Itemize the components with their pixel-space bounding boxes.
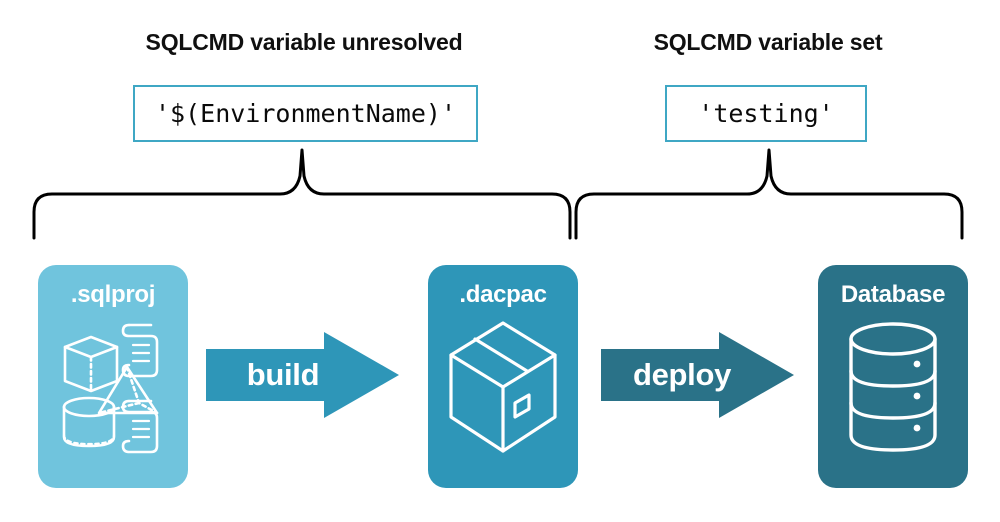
arrow-deploy-shape <box>601 332 794 418</box>
cube-icon <box>63 335 119 393</box>
section-title-left: SQLCMD variable unresolved <box>145 29 463 55</box>
pyramid-icon <box>97 365 159 415</box>
project-artifacts-icon <box>38 317 188 457</box>
arrow-build-shape <box>206 332 399 418</box>
stage-card-dacpac[interactable]: .dacpac <box>428 265 578 488</box>
code-text-set: 'testing' <box>698 99 834 128</box>
package-box-icon <box>428 317 578 457</box>
cylinder-icon <box>62 396 116 448</box>
stage-card-dacpac-label: .dacpac <box>459 281 547 308</box>
stage-card-sqlproj[interactable]: .sqlproj <box>38 265 188 488</box>
sqlcmd-variable-set-value-box: 'testing' <box>665 85 867 142</box>
section-title-right: SQLCMD variable set <box>653 29 883 55</box>
arrow-build: build <box>206 332 399 418</box>
arrow-deploy: deploy <box>601 332 794 418</box>
brace-right-icon <box>574 148 964 240</box>
script-scroll-icon-bottom <box>121 399 159 454</box>
brace-left-icon <box>32 148 572 240</box>
stage-card-database[interactable]: Database <box>818 265 968 488</box>
stage-card-database-label: Database <box>840 281 946 308</box>
sqlcmd-variable-unresolved-value-box: '$(EnvironmentName)' <box>133 85 478 142</box>
database-cylinder-icon <box>818 317 968 457</box>
stage-card-sqlproj-label: .sqlproj <box>70 281 156 308</box>
script-scroll-icon-top <box>121 323 159 378</box>
code-text-unresolved: '$(EnvironmentName)' <box>154 99 457 128</box>
